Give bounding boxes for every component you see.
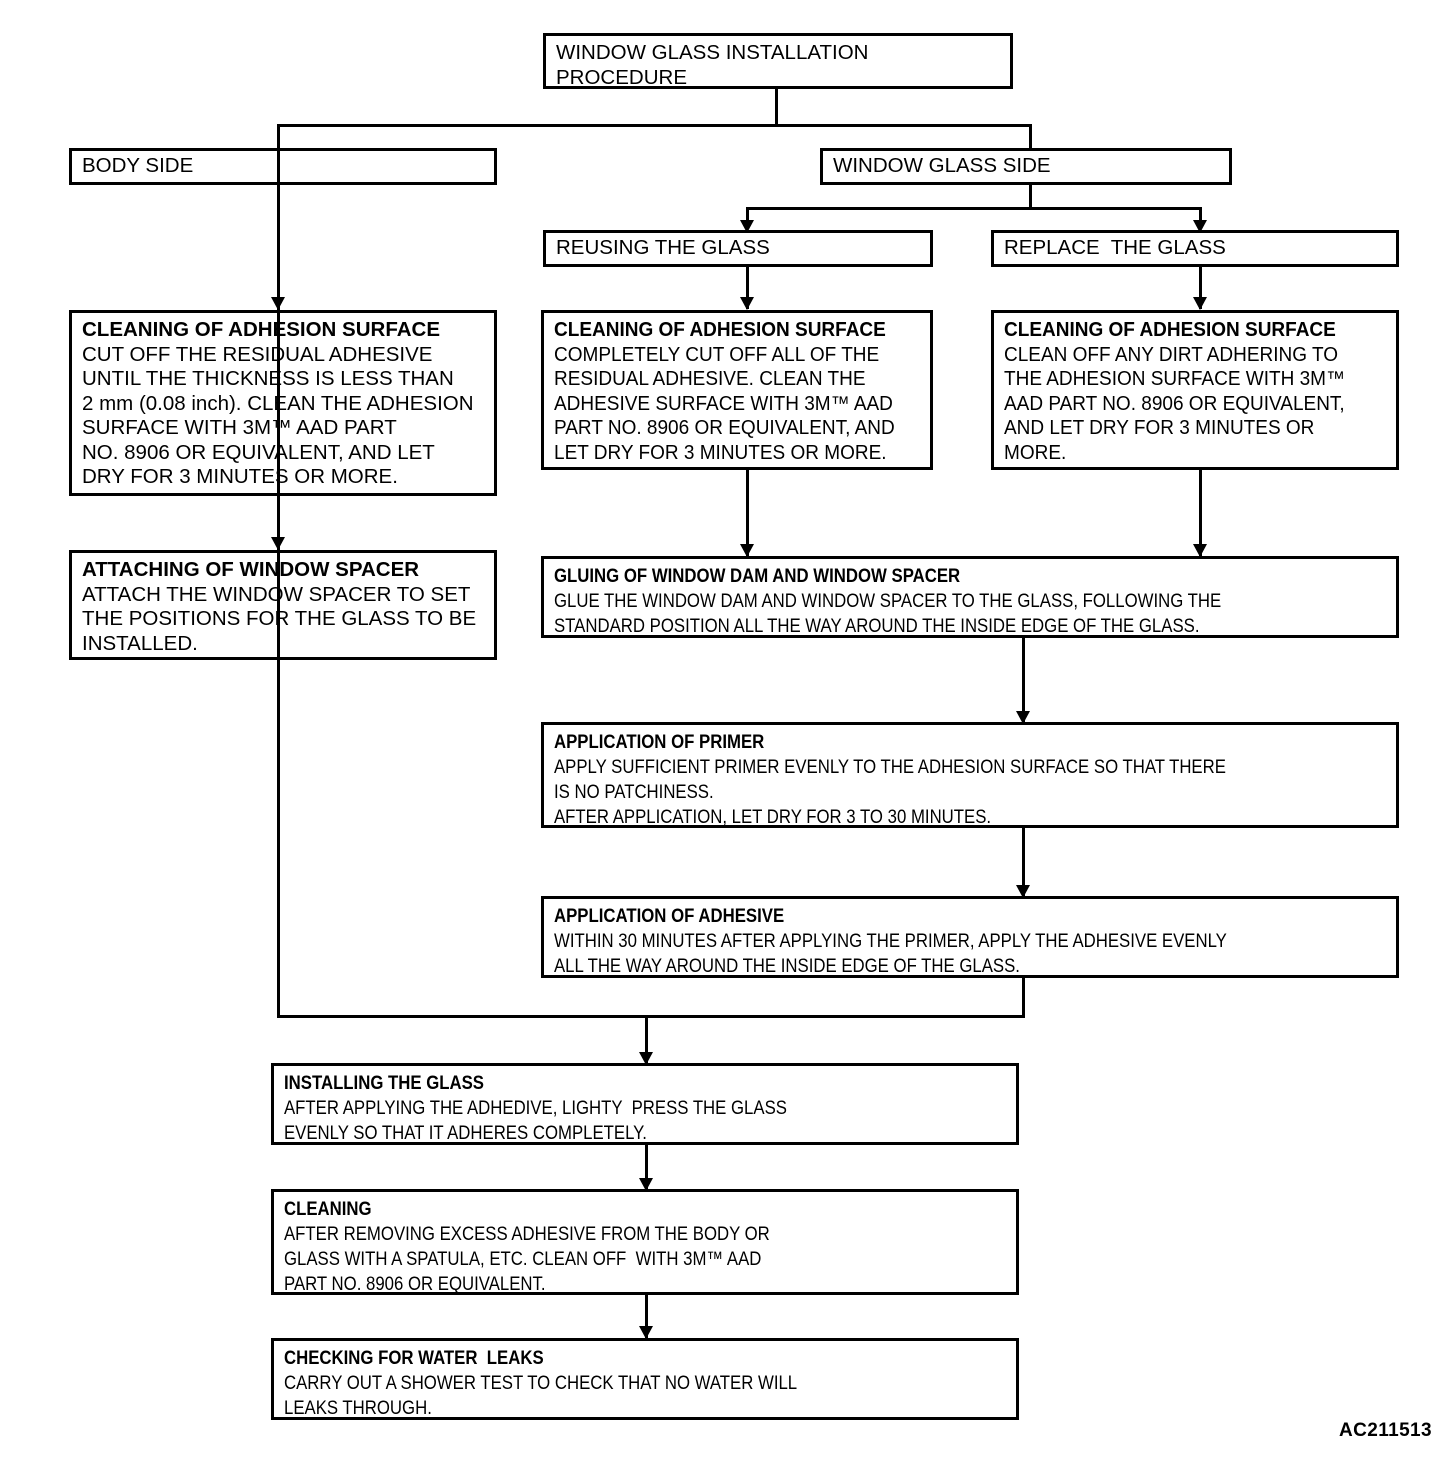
arrow-to-clean-reuse: [740, 297, 754, 310]
node-reusing-the-glass[interactable]: REUSING THE GLASS: [543, 230, 933, 267]
node-cleaning-title: CLEANING: [284, 1198, 372, 1220]
arrow-to-attach-spacer: [271, 537, 285, 550]
node-attaching-inner: ATTACHING OF WINDOW SPACER ATTACH THE WI…: [72, 553, 494, 660]
arrow-cleaning-to-water-leaks: [639, 1326, 653, 1339]
node-window-glass-side-inner: WINDOW GLASS SIDE: [823, 151, 1229, 183]
connector-clean-replace-down: [1199, 467, 1202, 557]
connector-replace-down: [1199, 265, 1202, 309]
node-cleaning[interactable]: CLEANING AFTER REMOVING EXCESS ADHESIVE …: [271, 1189, 1019, 1295]
node-primer-inner: APPLICATION OF PRIMER APPLY SUFFICIENT P…: [544, 725, 1396, 834]
node-root-inner: WINDOW GLASS INSTALLATION PROCEDURE: [546, 36, 1010, 94]
connector-reusing-down: [746, 265, 749, 309]
node-cleaning-replace[interactable]: CLEANING OF ADHESION SURFACE CLEAN OFF A…: [991, 310, 1399, 470]
node-installing-the-glass[interactable]: INSTALLING THE GLASS AFTER APPLYING THE …: [271, 1063, 1019, 1145]
node-window-glass-side[interactable]: WINDOW GLASS SIDE: [820, 148, 1232, 185]
node-reusing-inner: REUSING THE GLASS: [546, 233, 930, 265]
node-root-label: WINDOW GLASS INSTALLATION PROCEDURE: [556, 41, 869, 89]
node-water-leaks-title: CHECKING FOR WATER LEAKS: [284, 1347, 544, 1369]
node-adhesive-title: APPLICATION OF ADHESIVE: [554, 905, 785, 927]
node-primer-text: APPLY SUFFICIENT PRIMER EVENLY TO THE AD…: [554, 756, 1226, 828]
node-gluing-inner: GLUING OF WINDOW DAM AND WINDOW SPACER G…: [544, 559, 1396, 643]
node-cleaning-body-side[interactable]: CLEANING OF ADHESION SURFACE CUT OFF THE…: [69, 310, 497, 496]
node-replace-inner: REPLACE THE GLASS: [994, 233, 1396, 265]
node-cleaning-body-text: CUT OFF THE RESIDUAL ADHESIVE UNTIL THE …: [82, 342, 474, 489]
node-cleaning-replace-text: CLEAN OFF ANY DIRT ADHERING TO THE ADHES…: [1004, 343, 1345, 464]
node-adhesive-text: WITHIN 30 MINUTES AFTER APPLYING THE PRI…: [554, 930, 1227, 977]
connector-bus-to-replace: [1199, 207, 1202, 224]
connector-cleaning-down: [645, 1293, 648, 1340]
node-cleaning-text: AFTER REMOVING EXCESS ADHESIVE FROM THE …: [284, 1223, 770, 1295]
node-replace-the-glass[interactable]: REPLACE THE GLASS: [991, 230, 1399, 267]
node-primer-title: APPLICATION OF PRIMER: [554, 731, 765, 753]
connector-adhesive-down: [1022, 975, 1025, 1018]
arrow-installing-to-cleaning: [639, 1178, 653, 1191]
node-attaching-title: ATTACHING OF WINDOW SPACER: [82, 558, 420, 581]
connector-glass-side-down: [1029, 183, 1032, 210]
node-cleaning-inner: CLEANING AFTER REMOVING EXCESS ADHESIVE …: [274, 1192, 1016, 1301]
node-cleaning-reusing-inner: CLEANING OF ADHESION SURFACE COMPLETELY …: [544, 313, 930, 470]
arrow-clean-reuse-to-gluing: [740, 544, 754, 557]
node-water-leaks-inner: CHECKING FOR WATER LEAKS CARRY OUT A SHO…: [274, 1341, 1016, 1425]
node-application-of-adhesive[interactable]: APPLICATION OF ADHESIVE WITHIN 30 MINUTE…: [541, 896, 1399, 978]
connector-bus-to-glass-side: [1029, 124, 1032, 150]
arrow-to-replace: [1193, 220, 1207, 233]
node-body-side[interactable]: BODY SIDE: [69, 148, 497, 185]
node-checking-for-water-leaks[interactable]: CHECKING FOR WATER LEAKS CARRY OUT A SHO…: [271, 1338, 1019, 1420]
node-gluing-title: GLUING OF WINDOW DAM AND WINDOW SPACER: [554, 565, 961, 587]
node-cleaning-replace-inner: CLEANING OF ADHESION SURFACE CLEAN OFF A…: [994, 313, 1396, 470]
arrow-to-clean-replace: [1193, 297, 1207, 310]
connector-bus-to-reusing: [746, 207, 749, 224]
connector-installing-bus: [277, 1015, 1025, 1018]
node-cleaning-reusing-text: COMPLETELY CUT OFF ALL OF THE RESIDUAL A…: [554, 343, 895, 464]
node-attaching-window-spacer[interactable]: ATTACHING OF WINDOW SPACER ATTACH THE WI…: [69, 550, 497, 660]
node-application-of-primer[interactable]: APPLICATION OF PRIMER APPLY SUFFICIENT P…: [541, 722, 1399, 828]
node-water-leaks-text: CARRY OUT A SHOWER TEST TO CHECK THAT NO…: [284, 1372, 798, 1419]
connector-gluing-down: [1022, 634, 1025, 724]
arrow-clean-replace-to-gluing: [1193, 544, 1207, 557]
connector-primer-down: [1022, 814, 1025, 898]
node-adhesive-inner: APPLICATION OF ADHESIVE WITHIN 30 MINUTE…: [544, 899, 1396, 983]
connector-clean-reuse-down: [746, 467, 749, 557]
node-installing-text: AFTER APPLYING THE ADHEDIVE, LIGHTY PRES…: [284, 1097, 787, 1144]
node-gluing-window-dam[interactable]: GLUING OF WINDOW DAM AND WINDOW SPACER G…: [541, 556, 1399, 638]
node-cleaning-reusing-title: CLEANING OF ADHESION SURFACE: [554, 319, 886, 341]
arrow-to-installing: [639, 1052, 653, 1065]
arrow-gluing-to-primer: [1016, 711, 1030, 724]
node-window-glass-side-label: WINDOW GLASS SIDE: [833, 154, 1051, 177]
node-body-side-inner: BODY SIDE: [72, 151, 494, 183]
node-cleaning-body-title: CLEANING OF ADHESION SURFACE: [82, 318, 441, 341]
node-cleaning-reusing[interactable]: CLEANING OF ADHESION SURFACE COMPLETELY …: [541, 310, 933, 470]
node-cleaning-replace-title: CLEANING OF ADHESION SURFACE: [1004, 319, 1336, 341]
node-installing-title: INSTALLING THE GLASS: [284, 1072, 485, 1094]
connector-bus-to-installing: [645, 1015, 648, 1064]
connector-body-side-vertical: [277, 150, 280, 1015]
node-installing-inner: INSTALLING THE GLASS AFTER APPLYING THE …: [274, 1066, 1016, 1150]
node-replace-label: REPLACE THE GLASS: [1004, 236, 1226, 259]
arrow-to-reusing: [740, 220, 754, 233]
reference-code: AC211513: [1339, 1420, 1432, 1441]
node-cleaning-body-inner: CLEANING OF ADHESION SURFACE CUT OFF THE…: [72, 313, 494, 494]
node-gluing-text: GLUE THE WINDOW DAM AND WINDOW SPACER TO…: [554, 590, 1222, 637]
arrow-primer-to-adhesive: [1016, 885, 1030, 898]
node-root[interactable]: WINDOW GLASS INSTALLATION PROCEDURE: [543, 33, 1013, 89]
connector-main-bus: [277, 124, 1032, 127]
arrow-to-clean-body: [271, 297, 285, 310]
node-attaching-text: ATTACH THE WINDOW SPACER TO SET THE POSI…: [82, 582, 477, 655]
connector-root-down: [775, 88, 778, 126]
connector-bus-to-body-side: [277, 124, 280, 150]
node-body-side-label: BODY SIDE: [82, 154, 194, 177]
node-reusing-label: REUSING THE GLASS: [556, 236, 770, 259]
connector-installing-down: [645, 1143, 648, 1191]
connector-glass-side-bus: [746, 207, 1202, 210]
